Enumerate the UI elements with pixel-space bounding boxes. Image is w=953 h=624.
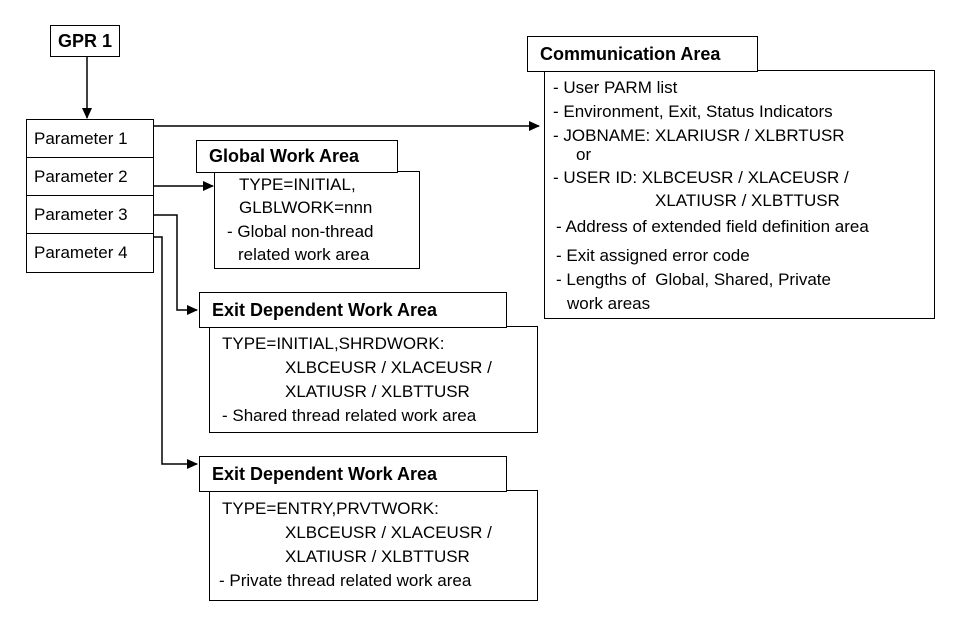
shared-line: - Shared thread related work area [222, 406, 477, 425]
shared-line: TYPE=INITIAL,SHRDWORK: [222, 334, 445, 353]
gpr1-box: GPR 1 [50, 25, 120, 57]
global-work-area-title-text: Global Work Area [209, 146, 360, 166]
comm-line: or [576, 145, 592, 164]
private-work-area-title-text: Exit Dependent Work Area [212, 463, 438, 484]
global-line: TYPE=INITIAL, [239, 175, 356, 194]
communication-area-body [544, 70, 935, 319]
private-line: - Private thread related work area [219, 571, 472, 590]
global-line: related work area [238, 245, 370, 264]
parameter-2-box: Parameter 2 [26, 157, 154, 196]
comm-line: - USER ID: XLBCEUSR / XLACEUSR / [553, 168, 849, 187]
comm-line: XLATIUSR / XLBTTUSR [655, 191, 840, 210]
comm-line: - JOBNAME: XLARIUSR / XLBRTUSR [553, 126, 845, 145]
comm-line: - Address of extended field definition a… [556, 217, 869, 236]
comm-line: - Environment, Exit, Status Indicators [553, 102, 833, 121]
shared-work-area-title: Exit Dependent Work Area [199, 292, 507, 328]
private-line: XLATIUSR / XLBTTUSR [285, 547, 470, 566]
shared-work-area-body [209, 326, 538, 433]
comm-line: - Exit assigned error code [556, 246, 750, 265]
private-work-area-title: Exit Dependent Work Area [199, 456, 507, 492]
comm-line: - User PARM list [553, 78, 678, 97]
global-line: - Global non-thread [227, 222, 374, 241]
gpr1-label: GPR 1 [57, 30, 113, 51]
shared-work-area-title-text: Exit Dependent Work Area [212, 299, 438, 320]
parameter-3-box: Parameter 3 [26, 195, 154, 234]
global-line: GLBLWORK=nnn [239, 198, 373, 217]
parameter-3-label: Parameter 3 [34, 204, 128, 224]
parameter-4-box: Parameter 4 [26, 233, 154, 273]
private-line: TYPE=ENTRY,PRVTWORK: [222, 499, 439, 518]
communication-area-title-text: Communication Area [540, 43, 721, 64]
parameter-2-label: Parameter 2 [34, 166, 128, 186]
parameter-1-box: Parameter 1 [26, 119, 154, 158]
communication-area-title: Communication Area [527, 36, 758, 72]
comm-line: work areas [567, 294, 651, 313]
private-work-area-body [209, 490, 538, 601]
parameter-4-label: Parameter 4 [34, 243, 128, 262]
global-work-area-title: Global Work Area [196, 140, 398, 173]
arrow-parameter3-to-shared [153, 214, 198, 315]
private-line: XLBCEUSR / XLACEUSR / [285, 523, 492, 542]
comm-line: - Lengths of Global, Shared, Private [556, 270, 831, 289]
parameter-1-label: Parameter 1 [34, 128, 128, 148]
shared-line: XLBCEUSR / XLACEUSR / [285, 358, 492, 377]
arrow-parameter4-to-private [153, 236, 198, 469]
shared-line: XLATIUSR / XLBTTUSR [285, 382, 470, 401]
